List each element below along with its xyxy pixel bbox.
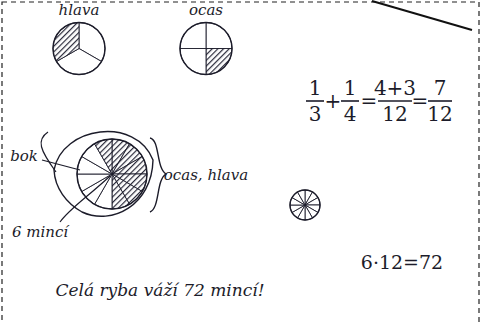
- fraction-term: 4: [344, 103, 357, 125]
- equation: 6·12=72: [361, 252, 443, 273]
- slice: [77, 174, 112, 192]
- fraction-term: =: [412, 90, 429, 112]
- fraction-circle: ocas: [175, 2, 237, 79]
- slice: [290, 205, 305, 213]
- note: 6 mincí: [12, 224, 68, 241]
- fraction-term: 1: [344, 77, 357, 99]
- fraction-term: 4+3: [374, 77, 416, 99]
- note: Celá ryba váží 72 mincí!: [55, 281, 264, 300]
- fraction-term: 12: [427, 103, 452, 125]
- fraction-term: 7: [434, 77, 447, 99]
- circle-outline: [180, 23, 232, 75]
- brace: [150, 138, 166, 212]
- fraction-term: 12: [382, 103, 407, 125]
- leader-line: [42, 160, 80, 170]
- slice: [112, 157, 147, 175]
- slice: [298, 190, 306, 205]
- circle-outline: [53, 23, 105, 75]
- fish-outline: [54, 132, 153, 217]
- circle-outline: [77, 139, 147, 209]
- note: bok: [10, 148, 38, 165]
- part-name: hlava: [48, 2, 110, 19]
- slice: [95, 139, 113, 174]
- circle-outline: [290, 190, 320, 220]
- fraction-term: +: [325, 90, 342, 112]
- slice: [112, 174, 130, 209]
- fish-fin: [41, 132, 56, 172]
- slice: [53, 23, 79, 62]
- part-name: ocas: [175, 2, 237, 19]
- slice: [305, 198, 320, 206]
- fraction-circle: hlava: [48, 2, 110, 79]
- small-circle: [290, 190, 320, 220]
- leader-line: [60, 176, 110, 222]
- slice: [305, 205, 313, 220]
- pen-stroke: [372, 1, 472, 30]
- fraction-term: 1: [309, 77, 322, 99]
- note: ocas, hlava: [164, 167, 248, 184]
- fraction-term: 3: [309, 103, 322, 125]
- fish-circle: [77, 139, 147, 209]
